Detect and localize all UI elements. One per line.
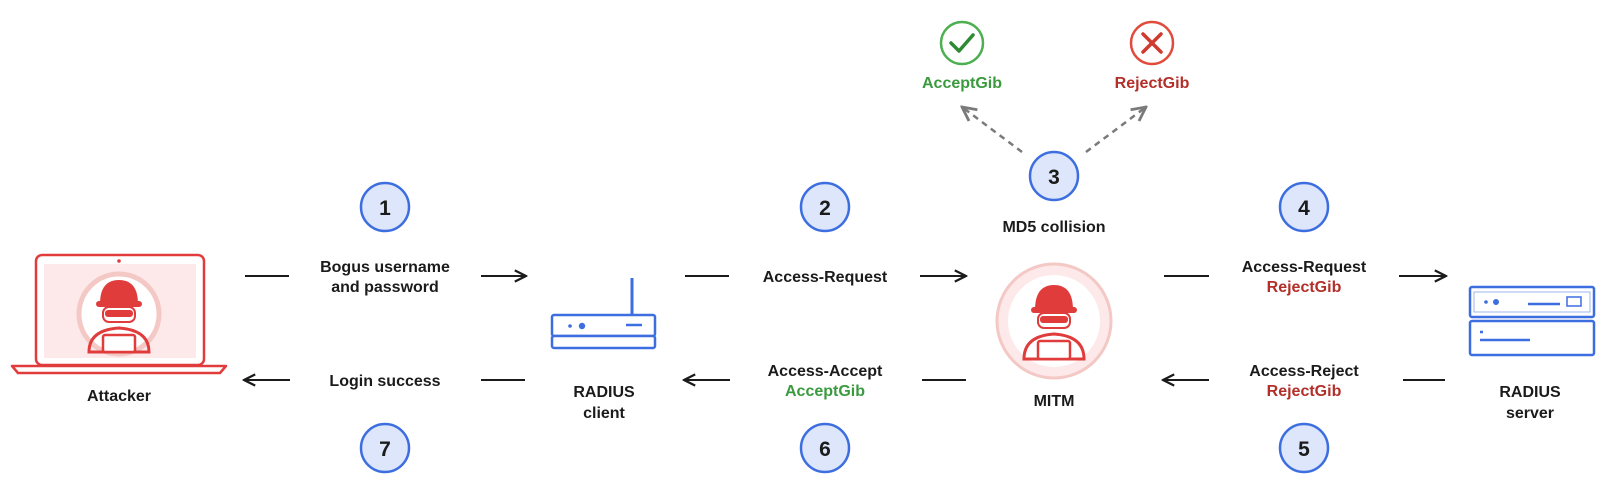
reject-outcome: RejectGib	[1115, 20, 1190, 92]
mitm-label: MITM	[1034, 393, 1075, 410]
server-icon	[1468, 285, 1596, 357]
hacker-icon	[995, 262, 1113, 380]
step-1-badge: 1	[359, 181, 411, 233]
step-6-label-line1: Access-Accept	[768, 363, 883, 380]
step-7-label: Login success	[329, 373, 440, 390]
radius-client-label-line1: RADIUS	[573, 384, 635, 401]
attacker-node: Attacker	[10, 253, 228, 405]
step-6-badge: 6	[799, 422, 851, 474]
step-3-label: MD5 collision	[1002, 219, 1105, 236]
step-3-number: 3	[1048, 166, 1060, 189]
step-2-badge: 2	[799, 181, 851, 233]
step-5-label-line2: RejectGib	[1267, 383, 1342, 400]
step-3-badge: 3	[1028, 150, 1080, 202]
step-2-label: Access-Request	[763, 269, 888, 286]
step-4-label-line1: Access-Request	[1242, 259, 1367, 276]
step-4-badge: 4	[1278, 181, 1330, 233]
radius-server-node: RADIUS server	[1468, 285, 1596, 422]
step-1-number: 1	[379, 197, 391, 220]
attacker-label: Attacker	[87, 388, 151, 405]
step-4-label-line2: RejectGib	[1267, 279, 1342, 296]
dashed-arrow-reject	[1085, 107, 1146, 153]
step-5-badge: 5	[1278, 422, 1330, 474]
radius-server-label-line1: RADIUS	[1499, 384, 1561, 401]
step-6-label-line2: AcceptGib	[785, 383, 865, 400]
step-7-number: 7	[379, 438, 391, 461]
step-6-number: 6	[819, 438, 831, 461]
step-1-label-line2: and password	[331, 279, 439, 296]
step-5-label-line1: Access-Reject	[1249, 363, 1359, 380]
radius-server-label-line2: server	[1506, 405, 1554, 422]
step-4-number: 4	[1298, 197, 1310, 220]
radius-client-node: RADIUS client	[550, 278, 657, 422]
radius-client-label-line2: client	[583, 405, 625, 422]
laptop-hacker-icon	[10, 253, 228, 375]
step-1-label-line1: Bogus username	[320, 259, 450, 276]
step-7-badge: 7	[359, 422, 411, 474]
step-2-number: 2	[819, 197, 831, 220]
reject-outcome-label: RejectGib	[1115, 75, 1190, 92]
check-icon	[939, 20, 985, 66]
dashed-arrow-accept	[962, 107, 1023, 153]
router-icon	[550, 278, 657, 350]
mitm-node: MITM	[995, 262, 1113, 410]
step-5-number: 5	[1298, 438, 1310, 461]
accept-outcome: AcceptGib	[922, 20, 1002, 92]
accept-outcome-label: AcceptGib	[922, 75, 1002, 92]
